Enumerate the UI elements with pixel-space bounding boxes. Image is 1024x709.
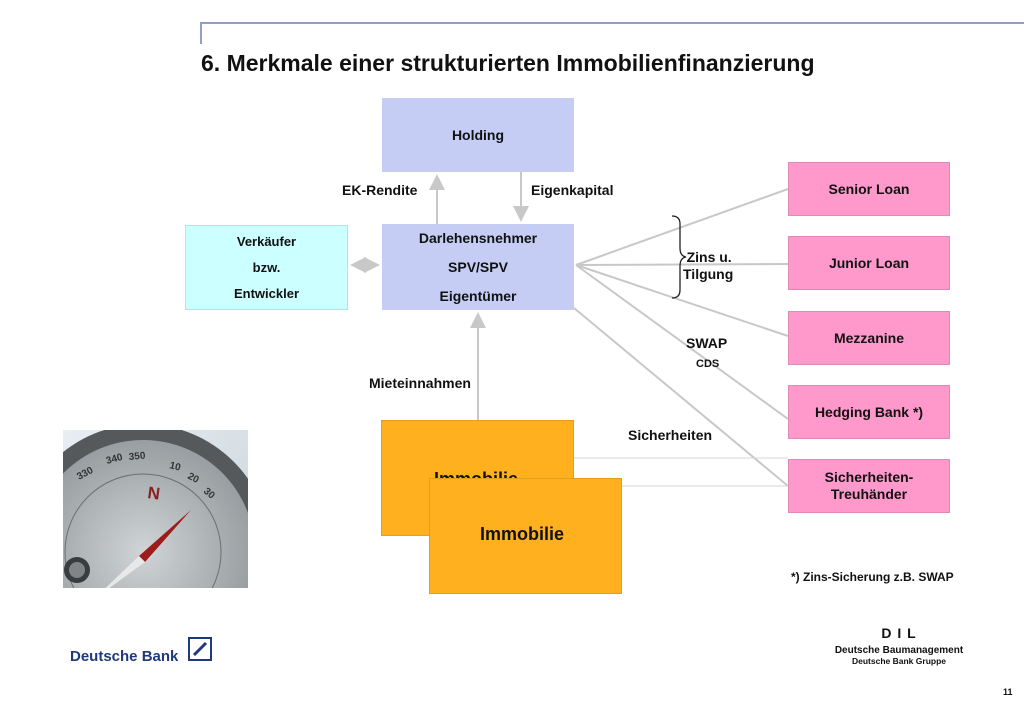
verkaeufer-label: Verkäufer bbox=[236, 233, 297, 249]
sicherheiten-treuhaender-box: Sicherheiten- Treuhänder bbox=[788, 459, 950, 513]
senior-loan-label: Senior Loan bbox=[828, 181, 910, 197]
eigenkapital-label: Eigenkapital bbox=[531, 182, 614, 198]
compass-tick-340: 340 bbox=[105, 452, 124, 467]
entwickler-label: Entwickler bbox=[233, 285, 300, 301]
footnote: *) Zins-Sicherung z.B. SWAP bbox=[791, 570, 954, 584]
header-rule-vertical bbox=[200, 22, 202, 44]
zins-brace bbox=[671, 215, 687, 299]
deutsche-bank-wordmark: Deutsche Bank bbox=[70, 648, 179, 665]
header-rule bbox=[200, 22, 1024, 24]
ek-rendite-label: EK-Rendite bbox=[342, 182, 418, 198]
zins-tilgung-label: Zins u. Tilgung bbox=[683, 249, 733, 283]
sicherheiten-treuhaender-label-2: Treuhänder bbox=[830, 486, 908, 502]
holding-label: Holding bbox=[451, 127, 505, 143]
tilgung-label: Tilgung bbox=[683, 266, 734, 282]
hedging-bank-box: Hedging Bank *) bbox=[788, 385, 950, 439]
sicherheiten-label: Sicherheiten bbox=[628, 427, 713, 443]
sicherheiten-treuhaender-label-1: Sicherheiten- bbox=[824, 469, 914, 485]
mezzanine-label: Mezzanine bbox=[833, 330, 904, 346]
junior-loan-label: Junior Loan bbox=[828, 255, 910, 271]
compass-tick-350: 350 bbox=[128, 451, 146, 463]
senior-loan-box: Senior Loan bbox=[788, 162, 950, 216]
compass-n: N bbox=[146, 483, 161, 504]
deutsche-bank-logo-icon bbox=[188, 637, 212, 661]
eigentuemer-label: Eigentümer bbox=[439, 287, 517, 304]
spv-label: SPV/SPV bbox=[448, 258, 508, 275]
dil-mark: D I L bbox=[881, 625, 917, 641]
immobilie-box-front: Immobilie bbox=[429, 478, 622, 594]
junior-loan-box: Junior Loan bbox=[788, 236, 950, 290]
line-hedging bbox=[575, 264, 789, 420]
swap-label: SWAP bbox=[686, 335, 728, 351]
dil-line1: Deutsche Baumanagement bbox=[834, 645, 964, 656]
bzw-label: bzw. bbox=[252, 259, 281, 275]
line-senior bbox=[575, 188, 789, 266]
zins-label: Zins u. bbox=[686, 249, 732, 265]
line-sicherheiten-spv bbox=[573, 307, 789, 487]
mieteinnahmen-label: Mieteinnahmen bbox=[369, 375, 471, 391]
darlehensnehmer-label: Darlehensnehmer bbox=[418, 229, 538, 246]
darlehensnehmer-box: Darlehensnehmer SPV/SPV Eigentümer bbox=[382, 224, 574, 310]
immobilie-front-label: Immobilie bbox=[480, 524, 565, 544]
cds-label: CDS bbox=[696, 358, 720, 370]
dil-logo: D I L Deutsche Baumanagement Deutsche Ba… bbox=[834, 625, 964, 666]
compass-tick-20: 20 bbox=[186, 471, 201, 486]
mezzanine-box: Mezzanine bbox=[788, 311, 950, 365]
holding-box: Holding bbox=[382, 98, 574, 172]
hedging-bank-label: Hedging Bank *) bbox=[814, 404, 924, 420]
line-mezzanine bbox=[575, 264, 789, 337]
compass-image: 330 340 350 10 20 30 N bbox=[63, 430, 248, 588]
dil-line2: Deutsche Bank Gruppe bbox=[852, 656, 946, 666]
line-junior bbox=[575, 263, 789, 266]
verkaeufer-box: Verkäufer bzw. Entwickler bbox=[185, 225, 348, 310]
compass-tick-10: 10 bbox=[168, 460, 182, 473]
slide-title: 6. Merkmale einer strukturierten Immobil… bbox=[201, 50, 815, 76]
page-number: 11 bbox=[1003, 687, 1013, 697]
